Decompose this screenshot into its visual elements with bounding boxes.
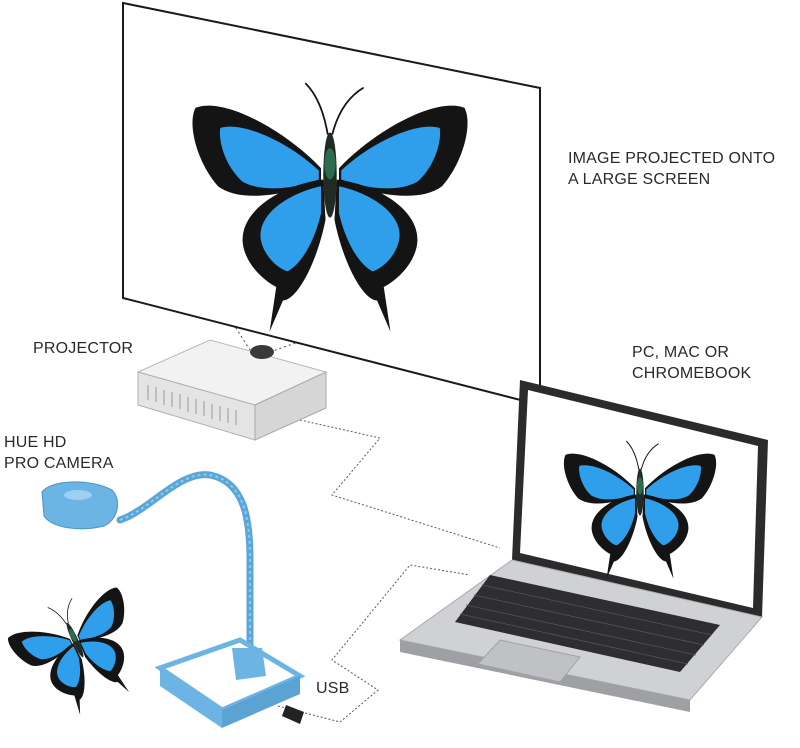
butterfly-icon bbox=[1, 576, 161, 730]
label-laptop-line-1: PC, MAC OR bbox=[632, 344, 730, 361]
label-usb-line-1: USB bbox=[316, 680, 350, 697]
label-camera-line-2: PRO CAMERA bbox=[4, 455, 114, 472]
label-projector: PROJECTOR bbox=[33, 338, 133, 359]
projector-icon bbox=[136, 339, 328, 441]
label-camera-line-1: HUE HD bbox=[4, 434, 67, 451]
label-laptop-line-2: CHROMEBOOK bbox=[632, 365, 752, 382]
projection-screen-icon bbox=[122, 1, 541, 407]
label-laptop: PC, MAC OR CHROMEBOOK bbox=[632, 342, 751, 384]
label-projector-line-1: PROJECTOR bbox=[33, 340, 134, 357]
laptop-icon bbox=[398, 380, 768, 712]
connection-cables bbox=[277, 419, 501, 723]
label-large-screen-line-2: A LARGE SCREEN bbox=[568, 171, 711, 188]
label-usb: USB bbox=[316, 678, 350, 699]
label-large-screen: IMAGE PROJECTED ONTO A LARGE SCREEN bbox=[568, 148, 775, 190]
label-camera: HUE HD PRO CAMERA bbox=[4, 432, 114, 474]
document-camera-icon bbox=[41, 471, 306, 728]
label-large-screen-line-1: IMAGE PROJECTED ONTO bbox=[568, 150, 776, 167]
